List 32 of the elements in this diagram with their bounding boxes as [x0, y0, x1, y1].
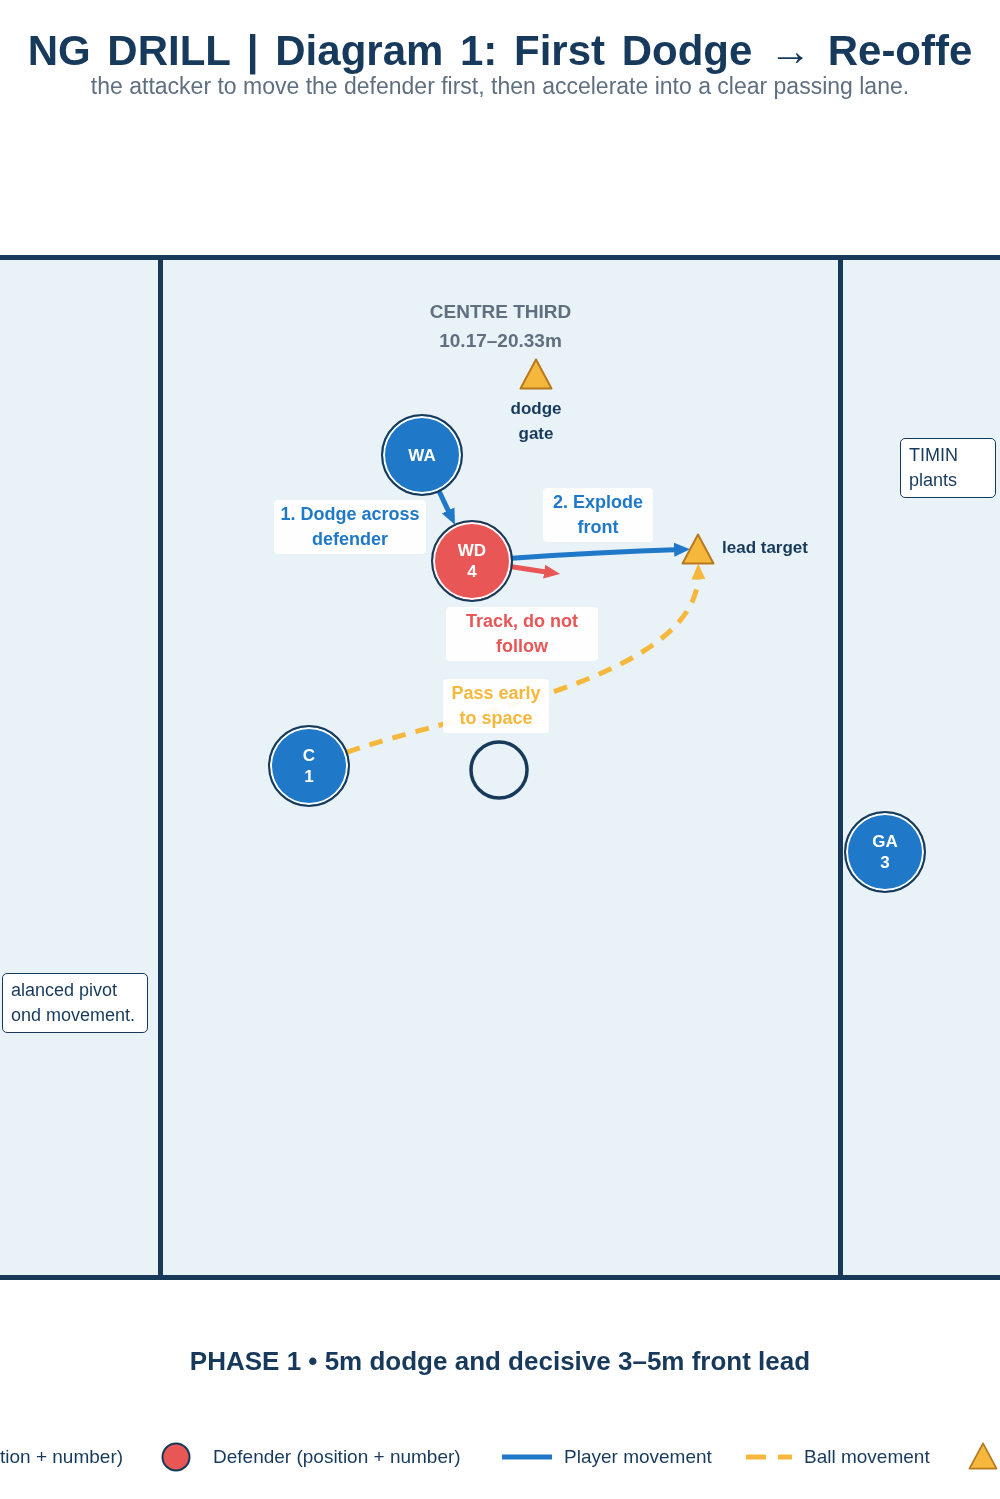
player-number: 4 — [467, 561, 477, 582]
arrow — [511, 542, 691, 561]
legend-label: tion + number) — [0, 1445, 124, 1469]
edge-label: Track, do not follow — [446, 607, 598, 661]
legend-label: Ball movement — [804, 1445, 930, 1469]
legend-label: Defender (position + number) — [213, 1445, 461, 1469]
edge-label: 1. Dodge across defender — [274, 500, 426, 554]
arrow — [511, 564, 560, 579]
player-position: GA — [872, 831, 898, 852]
phase-caption: PHASE 1 • 5m dodge and decisive 3–5m front lead — [189, 1345, 811, 1377]
attacker-marker: WA — [381, 414, 463, 496]
arrow — [436, 490, 455, 525]
legend-label: Player movement — [564, 1445, 712, 1469]
zone-heading: CENTRE THIRD — [429, 300, 572, 324]
player-position: WD — [457, 540, 487, 561]
zone-dimension: 10.17–20.33m — [439, 329, 562, 353]
player-number: 3 — [880, 852, 890, 873]
note-callout: TIMIN plants — [900, 438, 996, 498]
cone-label: lead target — [722, 537, 808, 559]
centre-third-zone — [158, 255, 843, 1280]
cone-icon — [519, 358, 553, 390]
player-position: C — [302, 745, 316, 766]
ring-icon — [469, 740, 529, 800]
left-third-zone — [0, 255, 158, 1280]
player-number: 1 — [304, 766, 314, 787]
edge-label: Pass early to space — [443, 679, 549, 733]
cone-label: dodge gate — [509, 398, 563, 445]
note-callout: alanced pivot ond movement. — [2, 973, 148, 1033]
edge-label: 2. Explode front — [543, 488, 653, 542]
right-third-zone — [843, 255, 1000, 1280]
title: NG DRILL | Diagram 1: First Dodge → Re-offe — [27, 26, 973, 76]
cone-icon — [681, 533, 715, 565]
